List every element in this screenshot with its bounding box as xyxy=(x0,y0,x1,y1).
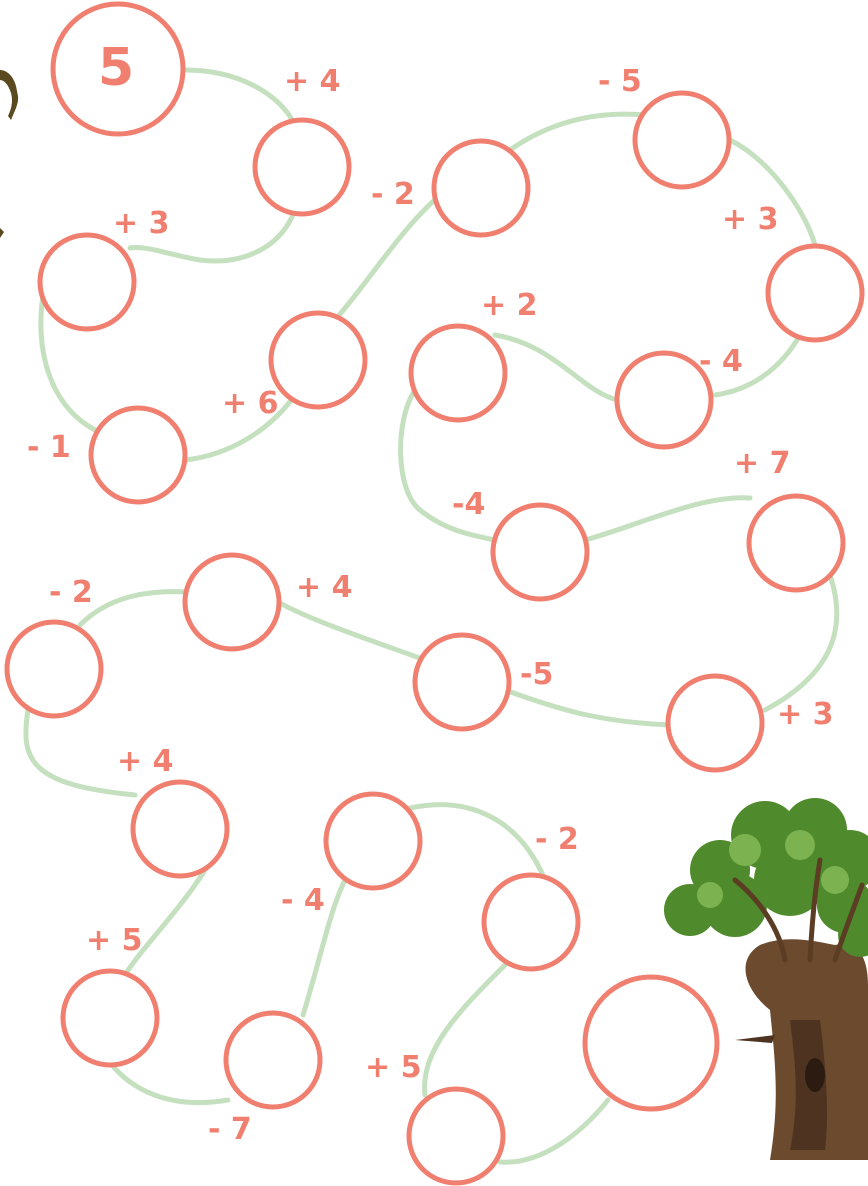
maze-circle-3[interactable] xyxy=(91,408,185,502)
step-label: - 7 xyxy=(208,1115,252,1145)
maze-circle-11[interactable] xyxy=(749,496,843,590)
step-label: - 2 xyxy=(535,825,579,855)
step-label: + 5 xyxy=(86,926,142,956)
step-label: + 6 xyxy=(222,389,278,419)
maze-circle-13[interactable] xyxy=(415,635,509,729)
step-label: - 2 xyxy=(49,578,93,608)
step-label: -4 xyxy=(452,490,485,520)
branch-icon xyxy=(0,70,18,238)
maze-circle-6[interactable] xyxy=(635,93,729,187)
step-label: - 4 xyxy=(281,886,325,916)
maze-circle-1[interactable] xyxy=(255,120,349,214)
maze-circle-17[interactable] xyxy=(63,971,157,1065)
step-label: + 4 xyxy=(284,67,340,97)
maze-circle-8[interactable] xyxy=(617,353,711,447)
step-label: + 3 xyxy=(113,209,169,239)
maze-circle-20[interactable] xyxy=(484,875,578,969)
maze-circle-19[interactable] xyxy=(326,794,420,888)
maze-circle-14[interactable] xyxy=(185,555,279,649)
step-label: - 4 xyxy=(699,347,743,377)
maze-circle-5[interactable] xyxy=(434,141,528,235)
step-label: + 7 xyxy=(734,449,790,479)
maze-circle-21[interactable] xyxy=(409,1089,503,1183)
start-value: 5 xyxy=(98,42,134,94)
tree-icon xyxy=(664,798,868,1160)
step-label: - 1 xyxy=(27,433,71,463)
maze-circle-16[interactable] xyxy=(133,782,227,876)
maze-circle-4[interactable] xyxy=(271,313,365,407)
maze-circle-9[interactable] xyxy=(411,326,505,420)
step-label: + 5 xyxy=(365,1053,421,1083)
maze-circle-10[interactable] xyxy=(493,505,587,599)
step-label: + 4 xyxy=(117,747,173,777)
step-label: + 4 xyxy=(296,573,352,603)
step-label: + 3 xyxy=(722,205,778,235)
maze-circle-2[interactable] xyxy=(40,235,134,329)
maze-circle-18[interactable] xyxy=(226,1013,320,1107)
maze-circle-12[interactable] xyxy=(668,676,762,770)
step-label: + 3 xyxy=(777,700,833,730)
finish-circle[interactable] xyxy=(585,977,717,1109)
step-label: -5 xyxy=(520,660,553,690)
step-label: - 2 xyxy=(371,180,415,210)
maze-circle-15[interactable] xyxy=(7,622,101,716)
step-label: + 2 xyxy=(481,291,537,321)
maze-circle-7[interactable] xyxy=(768,246,862,340)
step-label: - 5 xyxy=(598,67,642,97)
